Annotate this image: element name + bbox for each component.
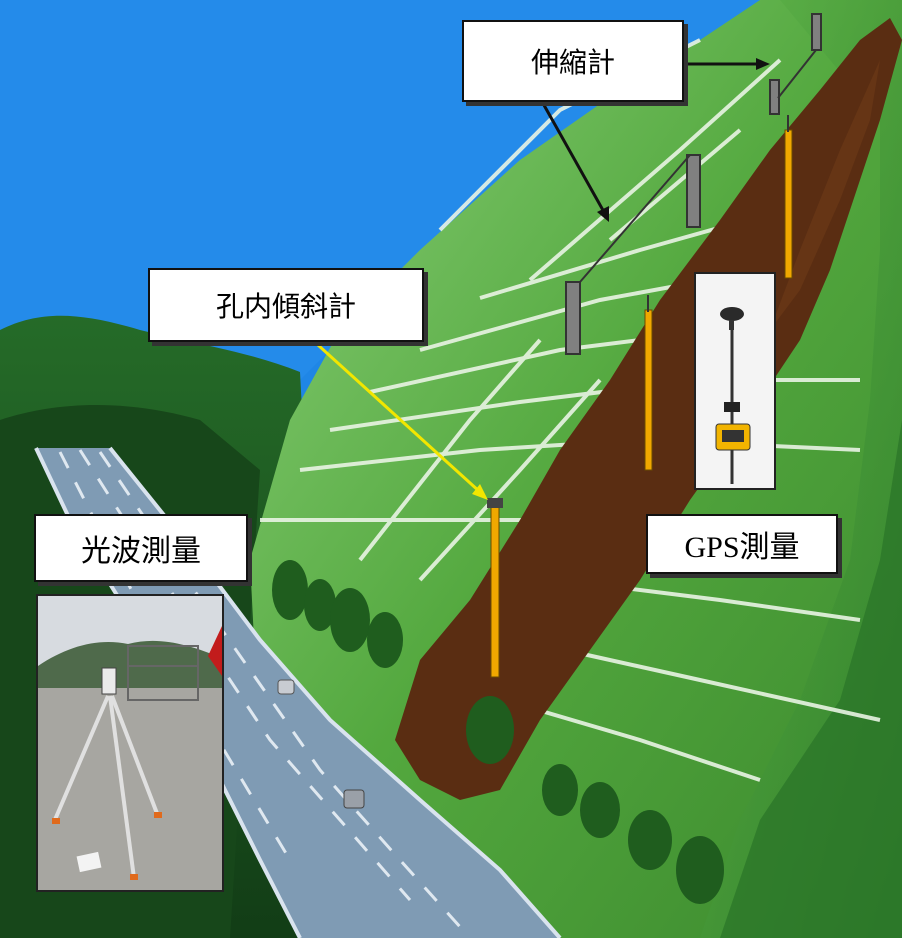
label-inclinometer: 孔内傾斜計 [148, 268, 424, 342]
car-icon [277, 679, 365, 809]
label-gps: GPS測量 [646, 514, 838, 574]
tripod-icon [38, 596, 222, 890]
gps-receiver-icon [696, 274, 774, 488]
label-extensometer: 伸縮計 [462, 20, 684, 102]
extensometer-icon [565, 13, 822, 355]
gps-photo [694, 272, 776, 490]
total-station-photo [36, 594, 224, 892]
label-total-station: 光波測量 [34, 514, 248, 582]
leader-lines [316, 58, 770, 500]
tree-icon [272, 560, 724, 904]
inclinometer-pipe-icon [487, 115, 793, 678]
